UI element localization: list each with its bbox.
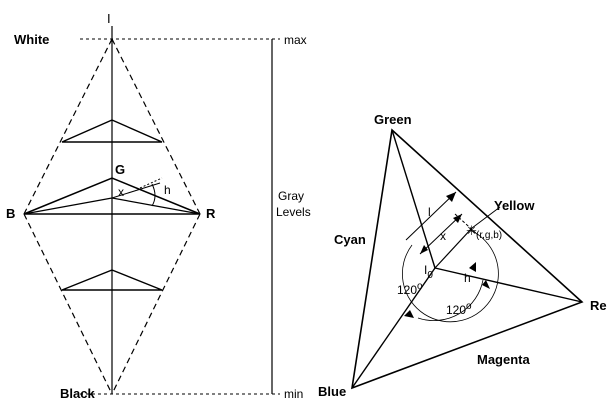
h-angle-arc [151,183,156,207]
arrowheads [404,192,490,318]
b-label: B [6,206,15,221]
yellow-label: Yellow [494,198,535,213]
angle-1-degree: o [417,281,423,292]
x-label-left: x [118,185,124,199]
color-triangle [351,128,584,390]
x-dimension [419,213,463,255]
x-vector [111,182,161,199]
h-dotted-line [139,177,163,189]
angle-arc [402,229,499,323]
arrowhead-h-point [469,262,476,272]
intensity-cone-diagram [23,26,280,395]
i0-label: I0 [424,263,433,281]
center-to-red [434,267,583,303]
h-label-left: h [164,183,171,197]
red-label: Re [590,298,607,313]
cyan-label: Cyan [334,232,366,247]
g-label: G [115,162,125,177]
x-label-right: x [440,229,446,243]
intensity-axis-label: I [107,11,111,26]
arrowhead-x-bottom [420,245,428,254]
arrowhead-angle-top [482,280,490,289]
i0-subscript: 0 [427,270,433,281]
cone-edge-top-left [23,38,113,215]
white-label: White [14,32,49,47]
middle-slice-triangle [23,177,201,215]
lower-slice-triangle [61,269,163,291]
min-label: min [284,387,303,400]
angle-label-1: 120o [397,281,423,297]
arrowhead-l-top [446,192,456,202]
angle-arc-2 [417,279,484,321]
upper-slice-triangle [61,119,163,143]
point-to-yellow-edge [471,206,501,229]
center-to-blue [351,267,436,389]
middle-slice-center-line [23,197,113,215]
r-label: R [206,206,216,221]
arrowhead-angle-left [404,310,414,318]
center-to-green [391,129,436,269]
point-vector [434,227,473,269]
l-dimension [405,191,457,241]
h-label-right: h [464,271,471,285]
green-label: Green [374,112,412,127]
cone-edge-top-right [111,38,201,215]
l-label: l [428,205,431,219]
cone-edge-bottom-left [23,213,113,395]
max-label: max [284,33,307,47]
magenta-label: Magenta [477,352,531,367]
point-marker-icon: ✳ [466,223,477,238]
cone-edge-bottom-right [111,213,201,395]
hue-triangle-diagram [351,128,584,390]
blue-label: Blue [318,384,346,399]
angle-label-2: 120o [446,301,472,317]
gray-levels-label-1: Gray [278,189,304,203]
arrowhead-x-top [453,214,462,223]
gray-levels-label-2: Levels [276,205,311,219]
black-label: Black [60,386,95,400]
angle-2-degree: o [466,301,472,312]
middle-slice-center-line-2 [111,197,201,215]
point-label: (r,g,b) [476,230,502,241]
